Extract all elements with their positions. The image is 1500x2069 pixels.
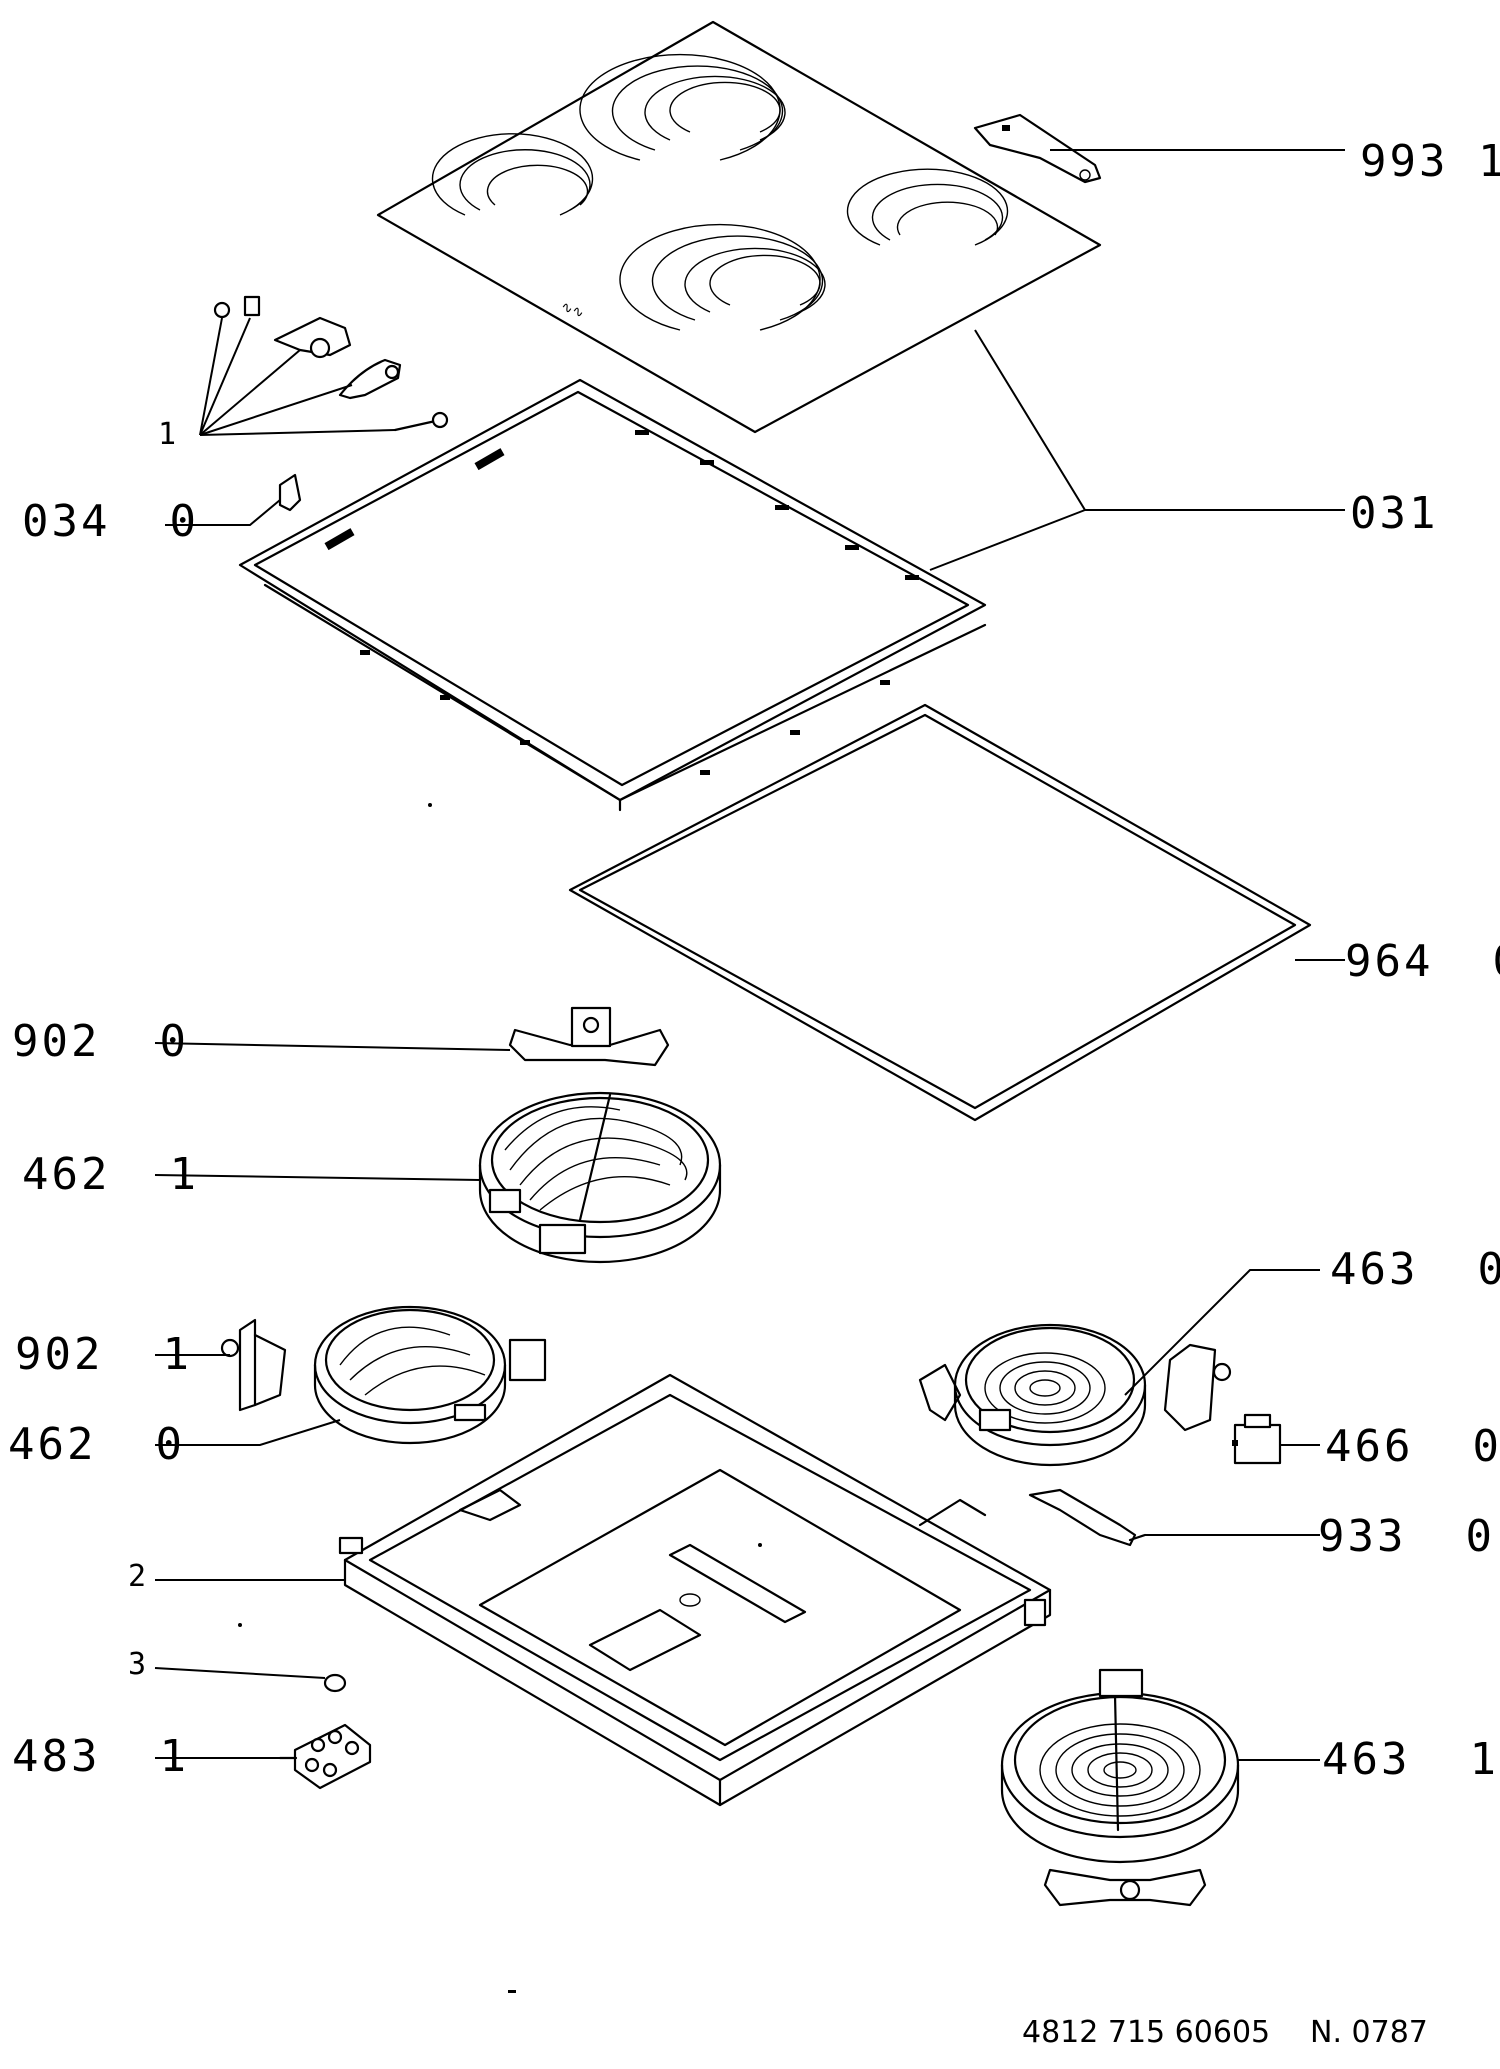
label-0340: 034 0 <box>22 496 199 547</box>
foot-part <box>323 1673 347 1693</box>
sensor-part-9330 <box>1028 1488 1147 1547</box>
label-4630: 463 0 <box>1330 1244 1500 1295</box>
clip-part-9931 <box>973 113 1102 184</box>
label-4660: 466 0 <box>1325 1421 1500 1472</box>
clip-part-0340 <box>278 473 302 512</box>
heating-element-4620 <box>313 1305 547 1445</box>
label-4831: 483 1 <box>12 1731 189 1782</box>
base-tray <box>338 1373 1052 1807</box>
heating-element-4621 <box>478 1091 722 1264</box>
seal-gasket <box>568 703 1312 1122</box>
switch-part-4660 <box>1232 1413 1282 1465</box>
label-4631: 463 1 <box>1322 1734 1499 1785</box>
label-9330: 933 0 <box>1318 1511 1495 1562</box>
label-0310: 031 0 <box>1350 488 1500 539</box>
callout-3: 3 <box>128 1647 147 1682</box>
panel-logo: ∿∿ <box>559 299 587 322</box>
label-9020: 902 0 <box>12 1016 189 1067</box>
callout-1: 1 <box>158 417 177 452</box>
footer-code: 4812 715 60605 <box>1022 2015 1271 2050</box>
stray-marks <box>238 803 762 1993</box>
cooktop-frame <box>238 378 987 812</box>
label-9931: 993 1 <box>1360 136 1500 187</box>
leader-lines <box>154 149 1345 1761</box>
label-4621: 462 1 <box>22 1149 199 1200</box>
label-9021: 902 1 <box>15 1329 192 1380</box>
fastener-set <box>213 295 449 432</box>
heating-element-4630 <box>918 1323 1232 1467</box>
label-4620: 462 0 <box>8 1419 185 1470</box>
bracket-part-9021 <box>220 1318 287 1412</box>
terminal-block-4831 <box>278 1723 372 1790</box>
callout-2: 2 <box>128 1559 147 1594</box>
heating-element-4631 <box>1000 1668 1240 1907</box>
bracket-part-9020 <box>508 1006 670 1067</box>
footer-revision: N. 0787 <box>1310 2015 1428 2050</box>
label-9640: 964 0 <box>1345 936 1500 987</box>
glass-cooktop-panel: ∿∿ <box>376 20 1102 434</box>
